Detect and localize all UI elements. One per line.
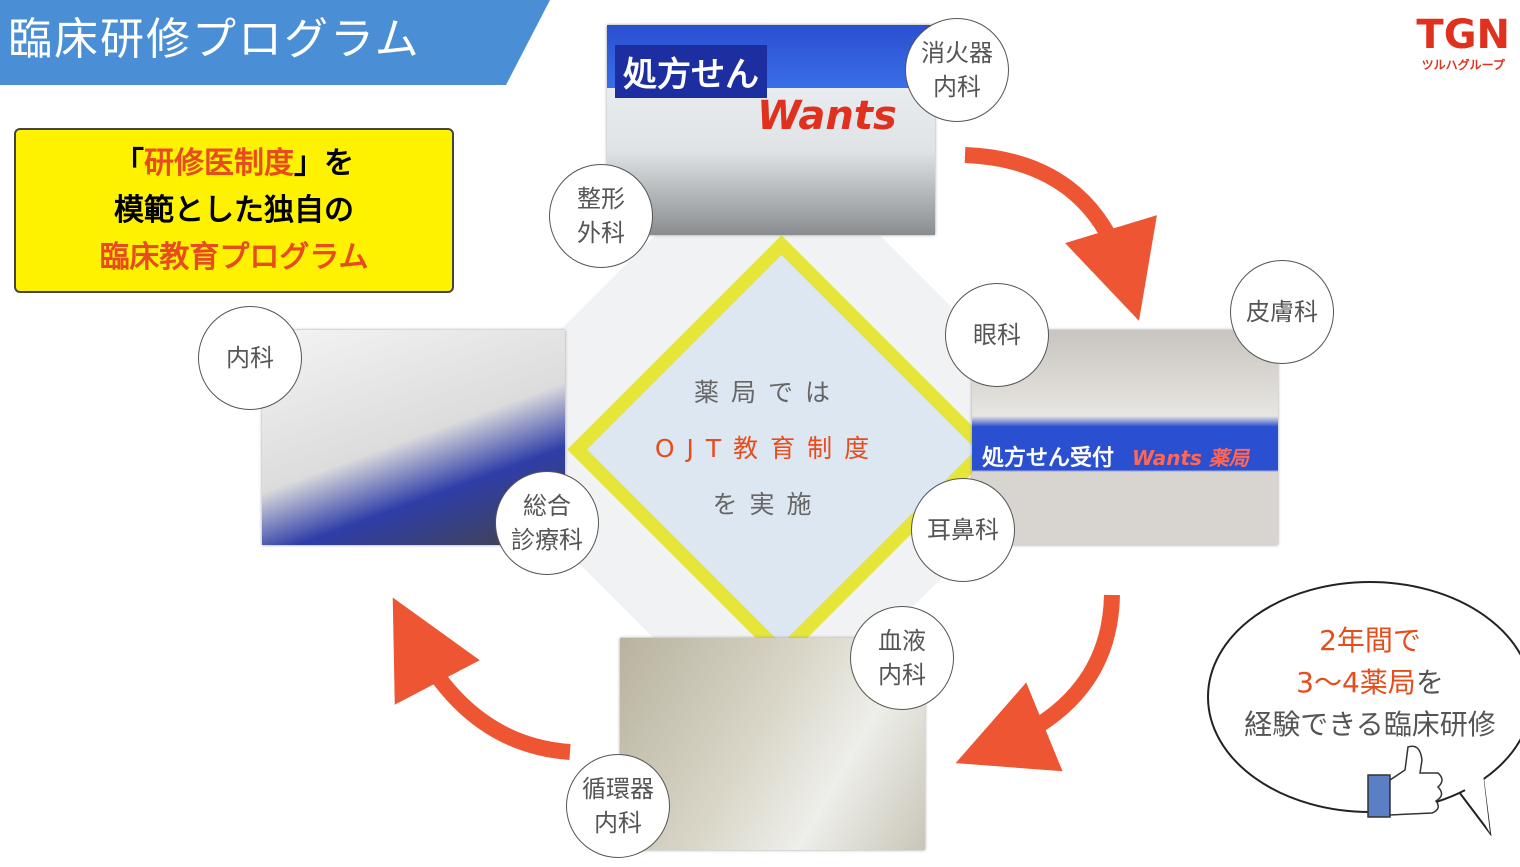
bubble-line2-highlight: 3～4薬局 — [1296, 666, 1416, 699]
center-line2: OJT教育制度 — [654, 434, 882, 463]
thumbs-up-icon — [1367, 745, 1443, 818]
logo-main: TGN — [1416, 12, 1510, 58]
dept-circle: 皮膚科 — [1230, 260, 1334, 364]
arrow-icon — [964, 147, 1157, 321]
logo-sub: ツルハグループ — [1421, 58, 1505, 72]
speech-bubble — [1207, 581, 1520, 837]
dept-circle: 循環器 内科 — [566, 754, 670, 858]
bubble-line3: 経験できる臨床研修 — [1244, 708, 1496, 741]
dept-circle: 内科 — [198, 306, 302, 410]
scroll-line2: 模範とした独自の — [114, 193, 354, 228]
page-title: 臨床研修プログラム — [0, 0, 550, 85]
center-line1: 薬局では — [693, 378, 842, 407]
tgn-logo: TGN ツルハグループ — [1416, 14, 1510, 73]
dept-circle: 耳鼻科 — [911, 478, 1015, 582]
bracket-open: 「 — [114, 146, 144, 181]
bubble-line1: 2年間で — [1319, 624, 1421, 657]
highlight-text: 研修医制度 — [144, 146, 294, 181]
photo-sign: Wants — [757, 93, 897, 139]
dept-circle: 整形 外科 — [549, 164, 653, 268]
program-scroll-banner: 「研修医制度」を 模範とした独自の 臨床教育プログラム — [14, 128, 454, 293]
bubble-text: 2年間で 3～4薬局を 経験できる臨床研修 — [1220, 620, 1520, 746]
dept-circle: 眼科 — [945, 283, 1049, 387]
bubble-line2-rest: を — [1415, 666, 1444, 699]
pharmacy-storefront-photo: 処方せん Wants — [607, 25, 935, 235]
scroll-line3: 臨床教育プログラム — [99, 240, 369, 275]
photo-sign: Wants 薬局 — [1132, 446, 1249, 470]
dept-circle: 消火器 内科 — [905, 18, 1009, 122]
dept-circle: 総合 診療科 — [495, 471, 599, 575]
ojt-text: 薬局では OJT教育制度 を実施 — [618, 365, 918, 533]
pharmacy-building-photo: 処方せん受付 Wants 薬局 — [972, 330, 1278, 545]
arrow-icon — [392, 597, 571, 760]
photo-sign: 処方せん — [615, 45, 767, 98]
dept-circle: 血液 内科 — [850, 606, 954, 710]
arrow-icon — [955, 594, 1120, 772]
center-line3: を実施 — [712, 490, 824, 519]
bracket-close: 」を — [294, 146, 354, 181]
photo-sign: 処方せん受付 — [982, 446, 1115, 471]
